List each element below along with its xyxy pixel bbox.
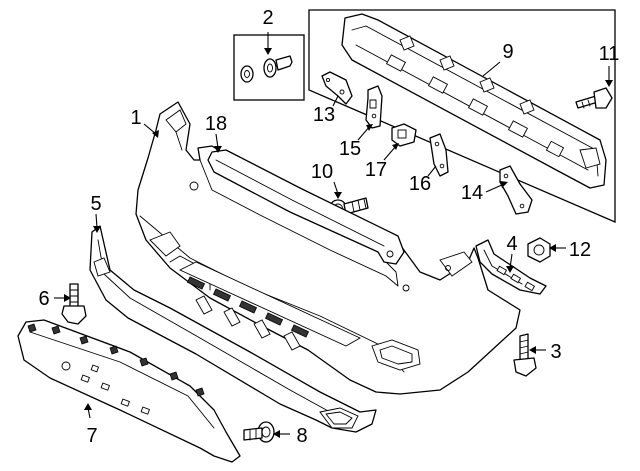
callout-3: 3 xyxy=(550,341,561,363)
part-18-trim-strip xyxy=(207,149,405,265)
callout-17: 17 xyxy=(365,159,387,181)
callout-11: 11 xyxy=(599,43,620,65)
callout-8: 8 xyxy=(296,425,307,447)
part-8-bolt xyxy=(243,421,275,443)
part-12-nut xyxy=(527,237,551,263)
part-11-bolt xyxy=(575,87,613,109)
callout-18: 18 xyxy=(205,113,227,135)
part-2-clip-shank xyxy=(275,55,293,71)
callout-7: 7 xyxy=(86,425,97,447)
callout-5: 5 xyxy=(90,193,101,215)
part-5-lower-trim xyxy=(89,225,377,433)
part-17-bracket xyxy=(391,123,417,147)
callout-14: 14 xyxy=(461,182,483,204)
callout-4: 4 xyxy=(506,233,517,255)
callout-12: 12 xyxy=(569,239,591,261)
callout-1: 1 xyxy=(130,107,141,129)
part-2-inset: 2 xyxy=(233,7,305,101)
reinforcement-frame xyxy=(308,9,616,223)
callout-16: 16 xyxy=(409,173,431,195)
callout-2: 2 xyxy=(262,7,273,29)
part-14-bracket xyxy=(499,165,533,215)
callout-13: 13 xyxy=(313,104,335,126)
part-16-bracket xyxy=(429,133,449,177)
callout-10: 10 xyxy=(311,161,333,183)
reinforcement-assembly-box: 9 13 15 17 16 xyxy=(308,9,616,223)
part-6-bolt xyxy=(61,283,87,325)
part-7-skid-plate xyxy=(17,319,241,463)
part-2-clip-head xyxy=(263,58,277,78)
callout-6: 6 xyxy=(38,288,49,310)
part-15-bracket xyxy=(365,85,383,129)
part-2-washer xyxy=(240,65,254,83)
part-13-bracket xyxy=(321,71,353,105)
part-9-impact-bar xyxy=(341,13,607,189)
callout-15: 15 xyxy=(339,138,361,160)
callout-9: 9 xyxy=(502,41,513,63)
part-3-bolt xyxy=(513,333,537,377)
part-2-inset-frame xyxy=(233,34,305,101)
